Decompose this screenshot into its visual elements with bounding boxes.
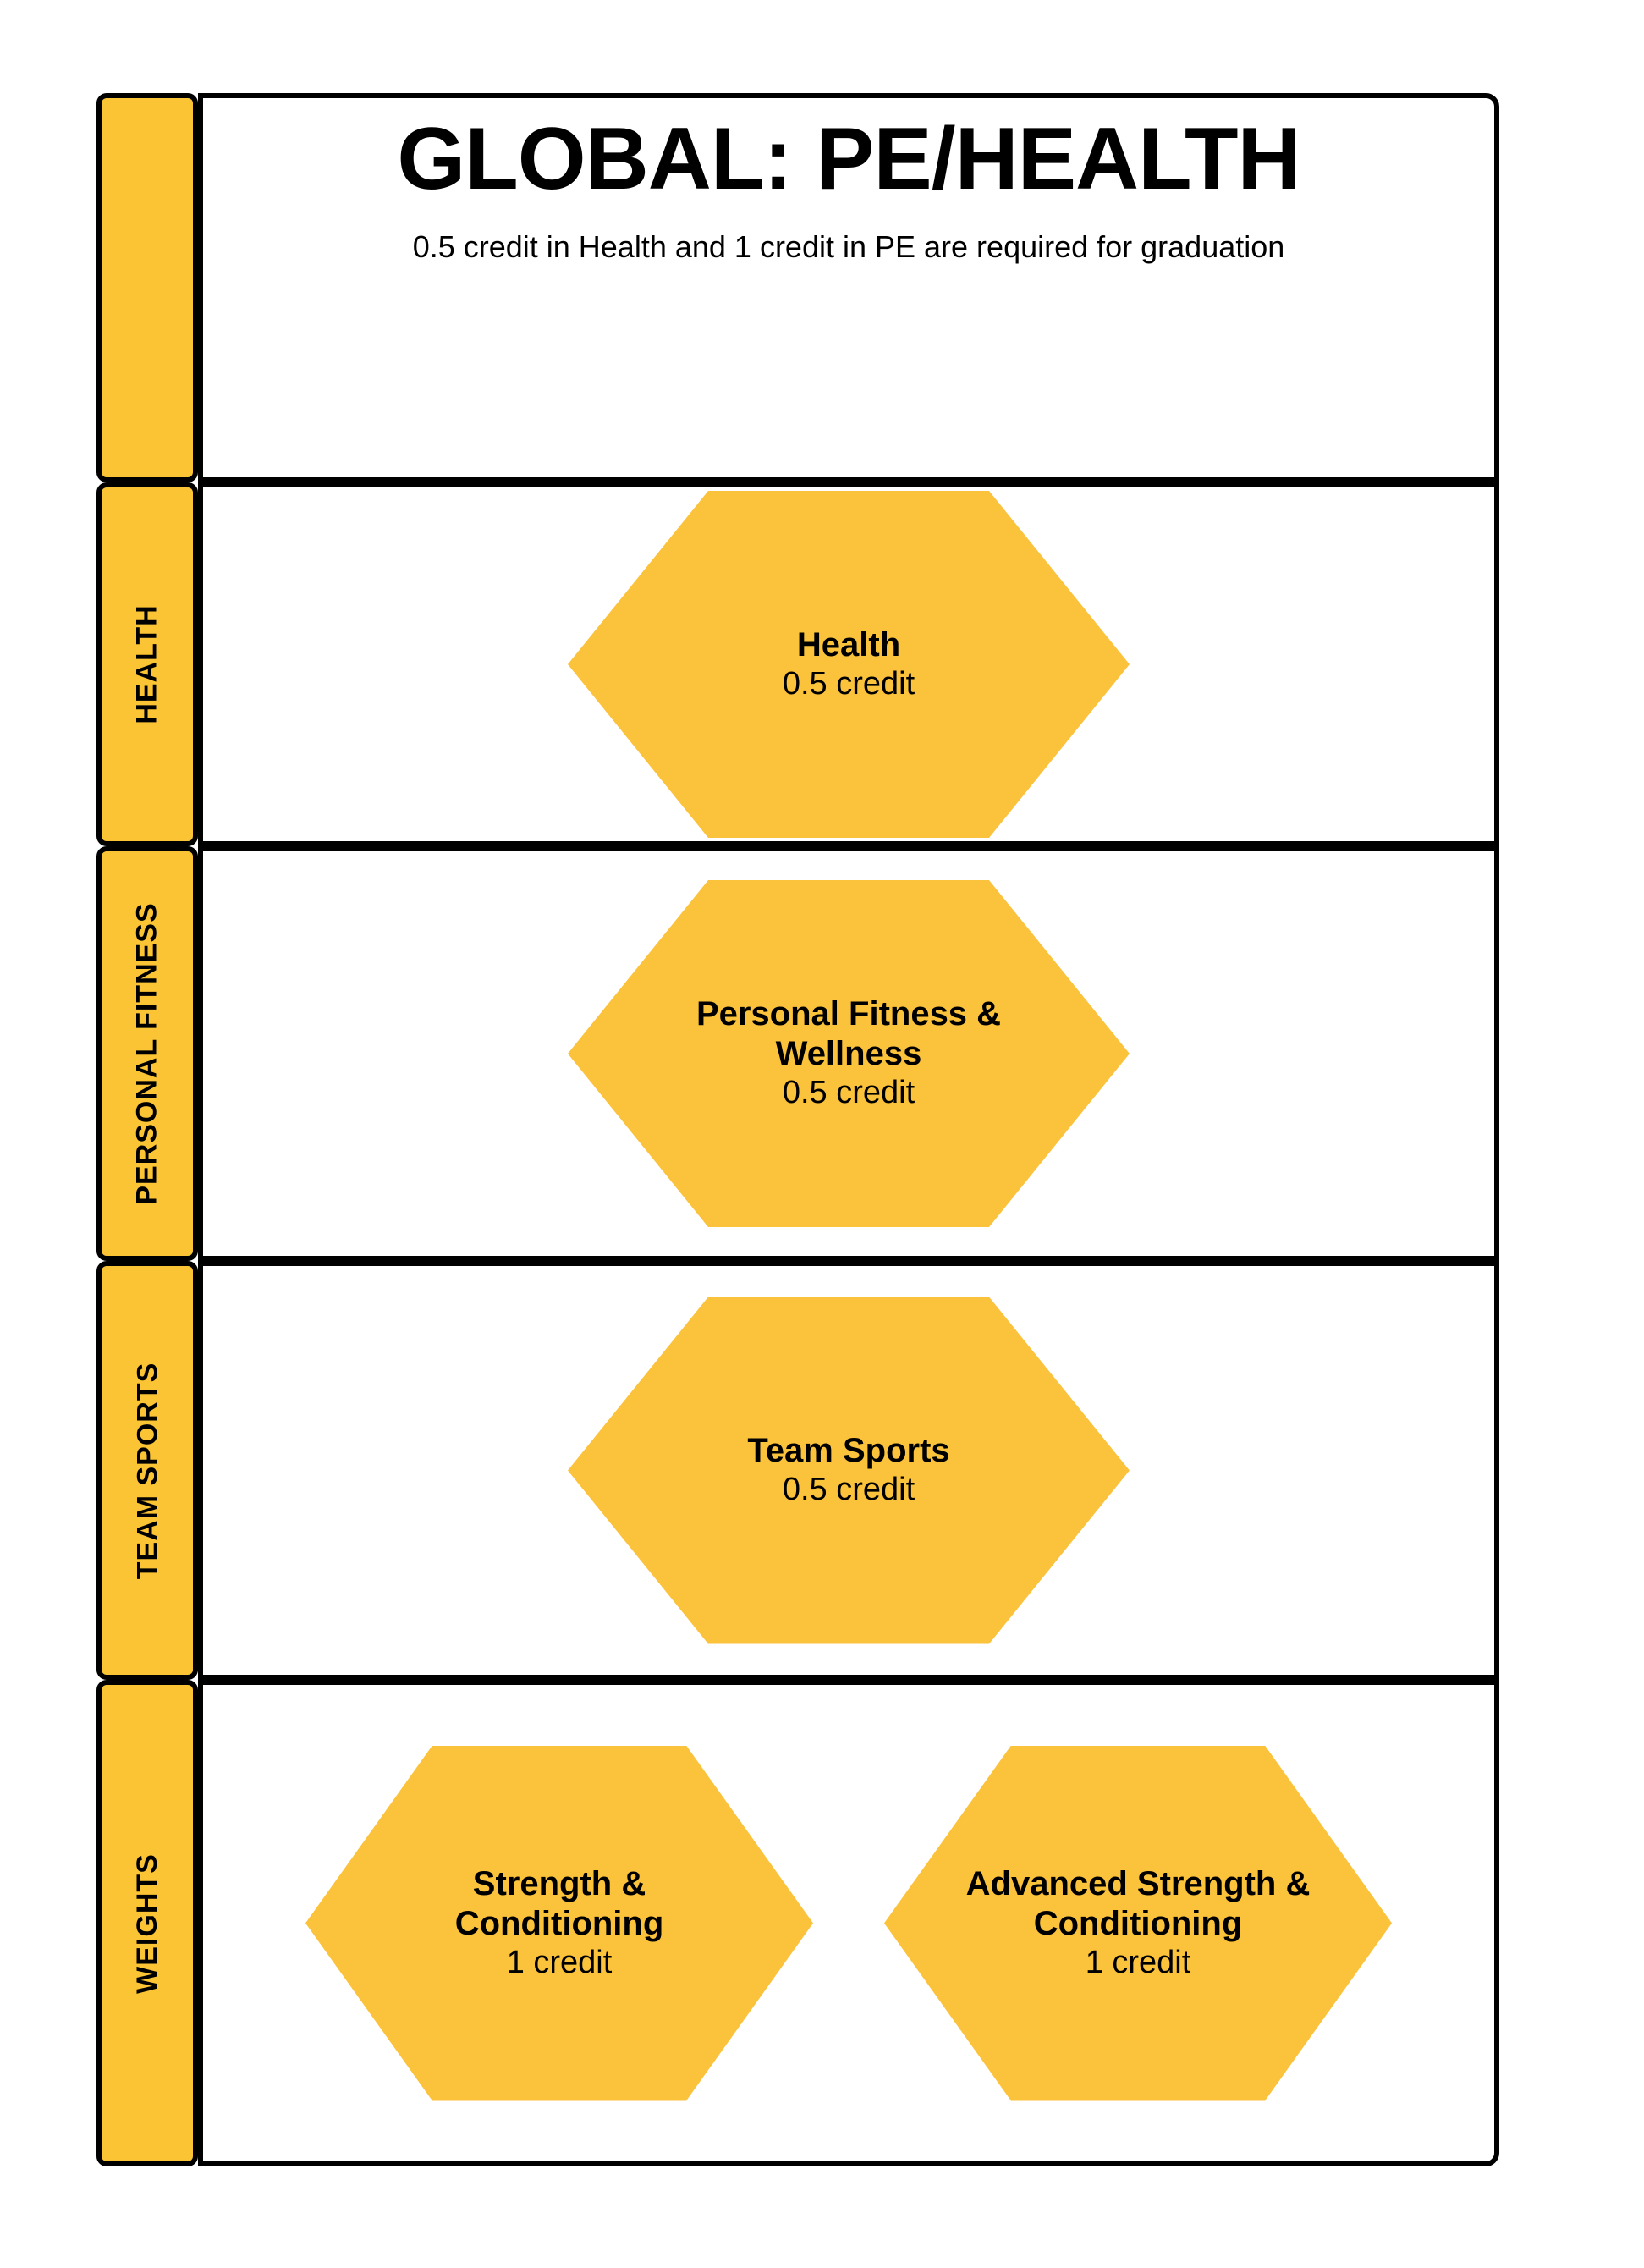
course-hexagon-team-sports[interactable]: Team Sports 0.5 credit [568,1296,1130,1644]
rail-label-health: HEALTH [131,604,164,724]
page-title: GLOBAL: PE/HEALTH [397,110,1300,208]
rail-cell-team-sports: TEAM SPORTS [96,1261,198,1680]
hexagon-shape-icon [305,1745,813,2101]
course-name: Health [796,625,901,663]
hexagon-group-personal-fitness: Personal Fitness & Wellness 0.5 credit [203,851,1494,1256]
course-credit: 1 credit [506,1944,613,1980]
course-name: Personal Fitness & Wellness [696,995,1002,1073]
hexagon-group-weights: Strength & Conditioning 1 credit Advance… [203,1685,1494,2161]
hexagon-group-health: Health 0.5 credit [203,487,1494,841]
course-credit: 0.5 credit [782,1472,915,1508]
header-row: GLOBAL: PE/HEALTH 0.5 credit in Health a… [96,93,1499,482]
hexagon-group-team-sports: Team Sports 0.5 credit [203,1266,1494,1675]
pathway-diagram: GLOBAL: PE/HEALTH 0.5 credit in Health a… [96,93,1499,2166]
course-hexagon-advanced-strength-conditioning[interactable]: Advanced Strength & Conditioning 1 credi… [884,1745,1392,2101]
course-credit: 0.5 credit [782,1075,915,1111]
course-panel-weights: Strength & Conditioning 1 credit Advance… [198,1680,1499,2166]
rail-cell-personal-fitness: PERSONAL FITNESS [96,846,198,1261]
rail-label-team-sports: TEAM SPORTS [131,1362,164,1579]
rail-label-personal-fitness: PERSONAL FITNESS [131,902,163,1205]
course-credit: 0.5 credit [782,665,915,702]
category-row-health: HEALTH Health 0.5 credit [96,482,1499,846]
category-row-team-sports: TEAM SPORTS Team Sports 0.5 credit [96,1261,1499,1680]
course-hexagon-strength-conditioning[interactable]: Strength & Conditioning 1 credit [305,1745,813,2101]
course-hexagon-health[interactable]: Health 0.5 credit [568,491,1130,838]
hexagon-shape-icon [884,1745,1392,2101]
course-name: Strength & Conditioning [454,1864,664,1942]
rail-cell-weights: WEIGHTS [96,1680,198,2166]
category-row-personal-fitness: PERSONAL FITNESS Personal Fitness & Well… [96,846,1499,1261]
course-name: Advanced Strength & Conditioning [965,1864,1311,1942]
category-row-weights: WEIGHTS Strength & Conditioning 1 credit… [96,1680,1499,2166]
course-credit: 1 credit [1085,1944,1191,1980]
course-name: Team Sports [747,1432,950,1470]
course-panel-personal-fitness: Personal Fitness & Wellness 0.5 credit [198,846,1499,1261]
course-panel-health: Health 0.5 credit [198,482,1499,846]
rail-cell-health: HEALTH [96,482,198,846]
header-panel: GLOBAL: PE/HEALTH 0.5 credit in Health a… [198,93,1499,482]
rail-label-weights: WEIGHTS [131,1852,164,1994]
page-subtitle: 0.5 credit in Health and 1 credit in PE … [412,229,1285,265]
rail-cell-header [96,93,198,482]
course-panel-team-sports: Team Sports 0.5 credit [198,1261,1499,1680]
course-hexagon-personal-fitness-wellness[interactable]: Personal Fitness & Wellness 0.5 credit [568,880,1130,1227]
